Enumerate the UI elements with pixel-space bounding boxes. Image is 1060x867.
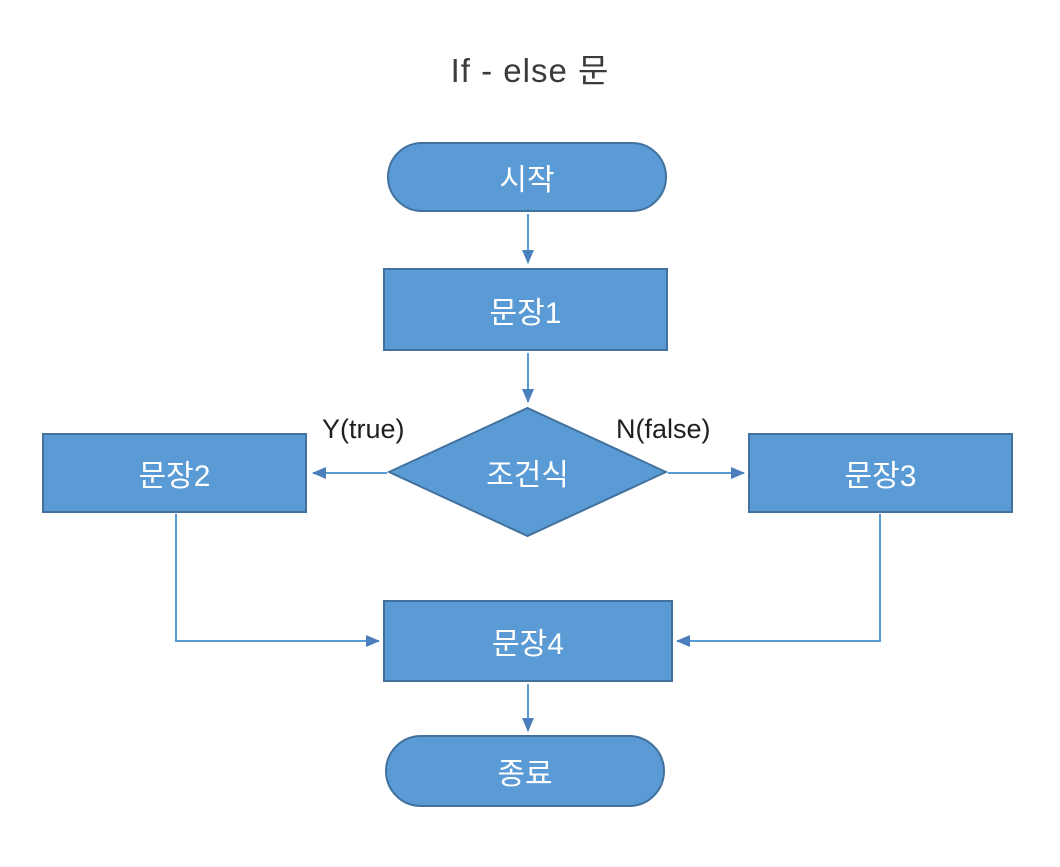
edge-label-true-branch: Y(true)	[322, 414, 405, 444]
node-condition: 조건식	[387, 406, 668, 538]
node-condition-label: 조건식	[486, 459, 569, 492]
decision-diamond-shape	[387, 406, 668, 538]
node-statement4: 문장4	[383, 600, 673, 682]
node-end-label: 종료	[497, 758, 553, 791]
node-statement1-label: 문장1	[489, 296, 562, 330]
edge-label-false-branch: N(false)	[616, 414, 711, 444]
edge-statement2-to-statement4	[175, 514, 380, 647]
node-statement1: 문장1	[383, 268, 668, 351]
node-statement3: 문장3	[748, 433, 1013, 513]
diamond-polygon	[387, 406, 668, 538]
node-statement2: 문장2	[42, 433, 307, 513]
node-start: 시작	[387, 142, 667, 212]
node-statement4-label: 문장4	[492, 628, 564, 661]
edge-statement3-to-statement4	[676, 514, 881, 647]
node-start-label: 시작	[499, 164, 555, 197]
node-statement3-label: 문장3	[844, 460, 917, 493]
node-statement2-label: 문장2	[138, 460, 211, 493]
node-end: 종료	[385, 735, 665, 807]
diagram-title: If - else 문	[450, 52, 610, 89]
